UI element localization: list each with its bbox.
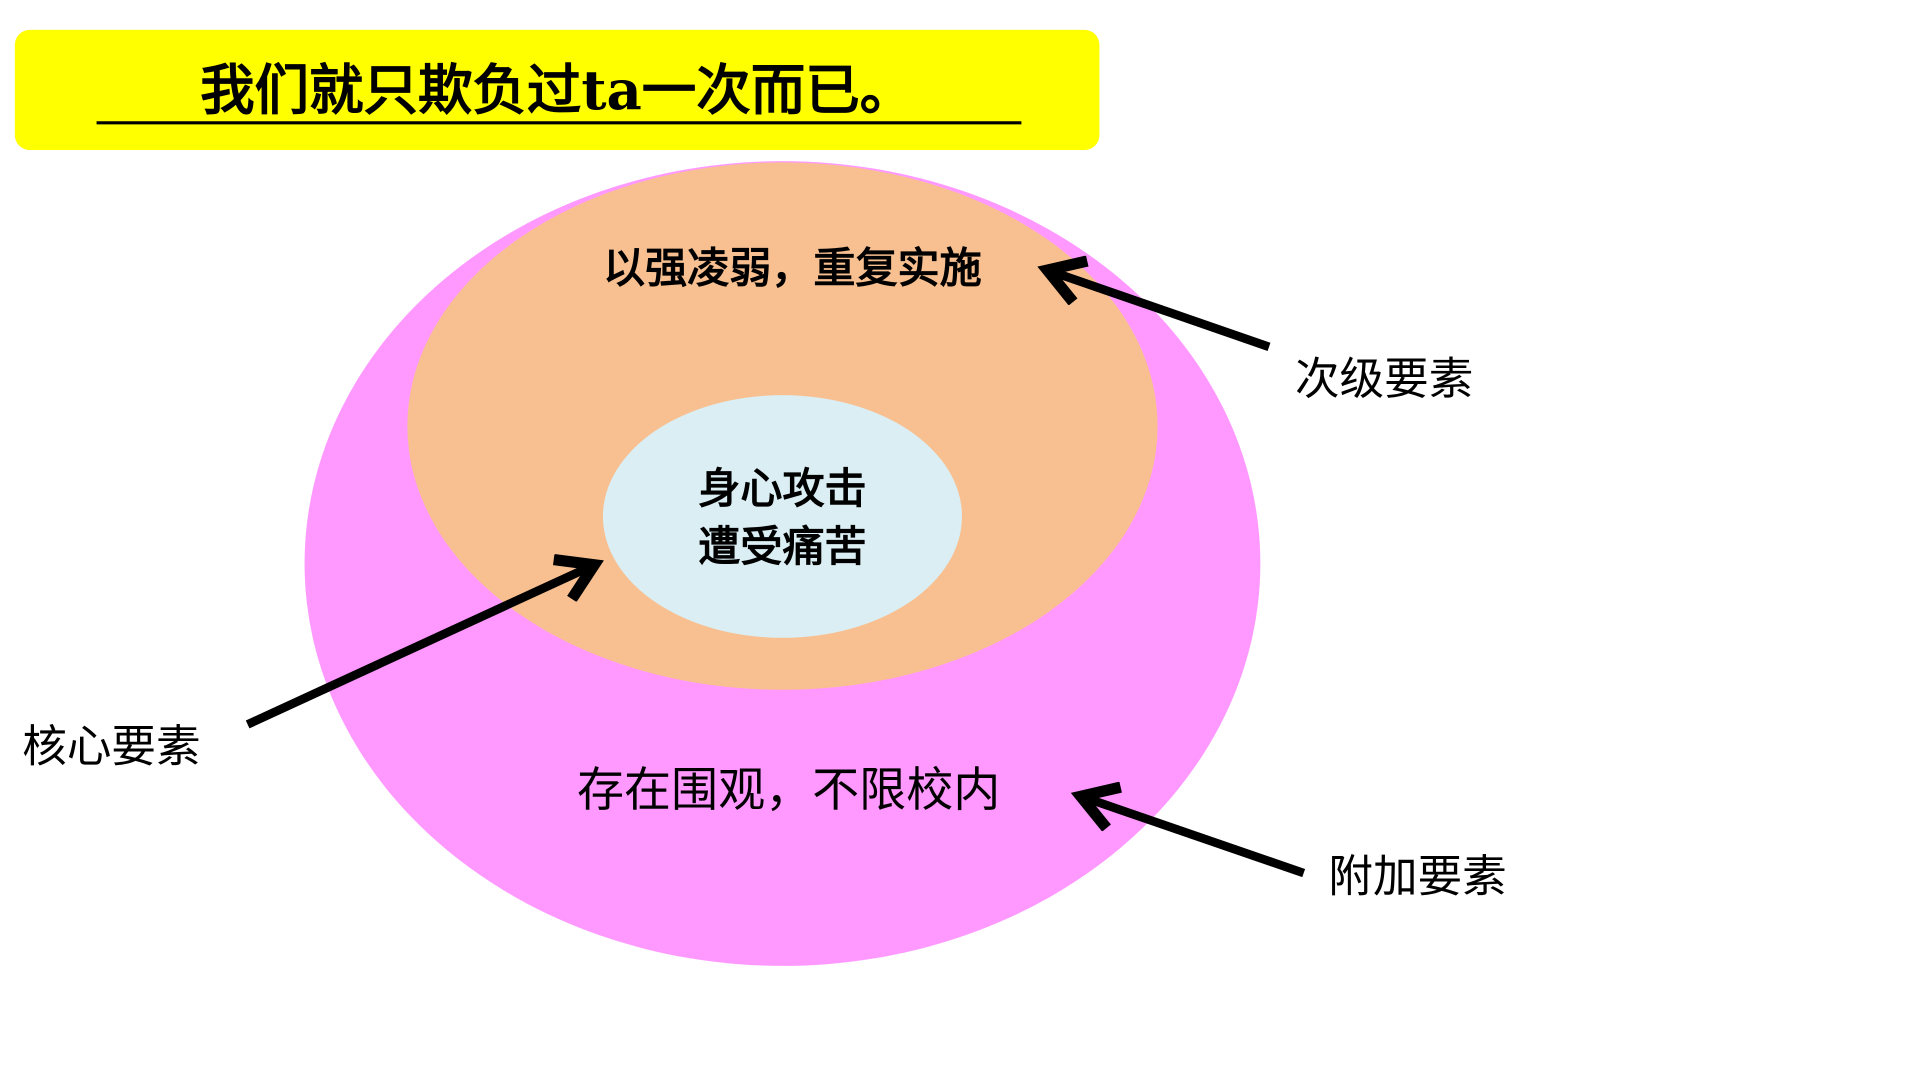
arrow-core [245, 565, 595, 729]
outer-text: 存在围观，不限校内 [577, 763, 1000, 818]
title-text: 我们就只欺负过ta一次而已。 [200, 58, 914, 122]
label-additional: 附加要素 [1328, 851, 1506, 903]
arrow-additional [1081, 796, 1306, 878]
inner-text-line2: 遭受痛苦 [698, 521, 866, 571]
title-box [14, 29, 1100, 151]
label-core: 核心要素 [22, 721, 200, 773]
inner-ellipse [602, 395, 962, 638]
middle-text: 以强凌弱，重复实施 [603, 242, 982, 292]
label-secondary: 次级要素 [1295, 353, 1473, 405]
inner-text-line1: 身心攻击 [698, 463, 866, 513]
arrow-secondary [1047, 270, 1271, 351]
